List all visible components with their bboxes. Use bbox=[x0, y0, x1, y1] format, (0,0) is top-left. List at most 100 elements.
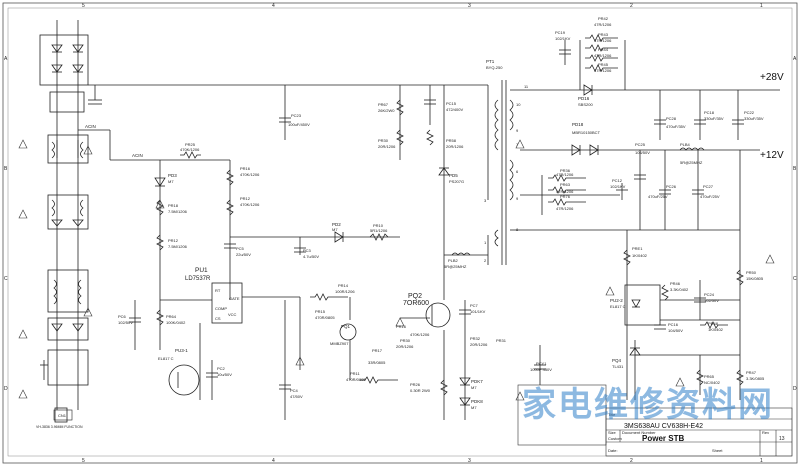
pc26-ref: PC26 bbox=[666, 184, 677, 189]
pd18-ref: PD18 bbox=[572, 122, 584, 127]
pc26-value: 470uF/25V bbox=[648, 194, 668, 199]
pr30-ref: PR30 bbox=[378, 138, 389, 143]
pr47-value: 3.3K/0805 bbox=[746, 376, 765, 381]
pr67-ref: PR67 bbox=[378, 102, 389, 107]
pr50-ref: PR50 bbox=[746, 270, 757, 275]
sheet-label: Sheet bbox=[712, 448, 723, 453]
plb2-ref: PLB2 bbox=[448, 258, 459, 263]
pc12-value: 102/1KV bbox=[610, 184, 626, 189]
pc24-ref: PC24 bbox=[704, 292, 715, 297]
pc23-value: 100uF/450V bbox=[288, 122, 310, 127]
pc15-ref: PC15 bbox=[446, 101, 457, 106]
pq1-value: MMBZ907 bbox=[330, 341, 349, 346]
pd3-ref: PD3 bbox=[168, 173, 177, 178]
pr12b-ref: PR12 bbox=[168, 238, 179, 243]
pt1-ref: PT1 bbox=[486, 59, 495, 64]
plb4-value: 5R@25MHZ bbox=[680, 160, 703, 165]
pr46-ref: PR46 bbox=[670, 281, 681, 286]
size-label: Size bbox=[608, 430, 617, 435]
pr64-value: 100K/0402 bbox=[166, 320, 186, 325]
pr36-ref: PR36 bbox=[560, 168, 571, 173]
document-value: Power STB bbox=[642, 434, 684, 443]
pr58-value: 20R/1206 bbox=[446, 144, 464, 149]
pr46-value: 3.3K/0402 bbox=[670, 287, 689, 292]
pr20-value: 20R/1206 bbox=[396, 344, 414, 349]
border-col-label: 5 bbox=[82, 458, 85, 464]
pr45-ref: PR45 bbox=[598, 62, 609, 67]
plb4-ref: PLB4 bbox=[680, 142, 691, 147]
pdk7-value: M7 bbox=[471, 385, 477, 390]
pc2-value: 10u/50V bbox=[217, 372, 232, 377]
pc3-ref: PC3 bbox=[303, 248, 312, 253]
pr10-ref: PR10 bbox=[373, 223, 384, 228]
pq4-ref: PQ4 bbox=[612, 358, 622, 363]
pr65-value: NC/0402 bbox=[704, 380, 721, 385]
pc25-ref: PC25 bbox=[635, 142, 646, 147]
pr26-value: 0.30R 2W0 bbox=[410, 388, 431, 393]
pu1-pin-rt: RT bbox=[215, 288, 221, 293]
pq4-value: TL431 bbox=[612, 364, 624, 369]
pcy1-ref: PCY1 bbox=[536, 361, 547, 366]
warning-triangle-icons bbox=[18, 139, 775, 401]
pcy1-value: 1000P 450V bbox=[530, 367, 552, 372]
pu1-pin-cs: CS bbox=[215, 316, 221, 321]
pr10-value: 5R1/1206 bbox=[370, 228, 388, 233]
pr76-ref: PR76 bbox=[560, 194, 571, 199]
pr50-value: 15K/0805 bbox=[746, 276, 764, 281]
switch-section bbox=[279, 84, 489, 420]
pc7-value: 101/1KV bbox=[470, 309, 486, 314]
pr63-ref: PR63 bbox=[560, 182, 571, 187]
pin-label: 3 bbox=[484, 198, 487, 203]
pr45-value: 47R/1206 bbox=[594, 68, 612, 73]
pr76-value: 47R/1206 bbox=[556, 206, 574, 211]
border-col-label: 2 bbox=[630, 458, 633, 464]
pc19-ref: PC19 bbox=[555, 30, 566, 35]
border-row-label: D bbox=[793, 386, 797, 392]
pr26-ref: PR26 bbox=[410, 382, 421, 387]
pc15-value: 472/400V bbox=[446, 107, 463, 112]
pq2-value: 7OR600 bbox=[403, 300, 429, 307]
pu1-pin-gate: GATE bbox=[229, 296, 240, 301]
pc19-value: 102/1KV bbox=[555, 36, 571, 41]
pd3-value: M7 bbox=[168, 179, 174, 184]
pr12-ref: PR12 bbox=[240, 196, 251, 201]
pr16b-value: 470K/1206 bbox=[410, 332, 430, 337]
rev-value: 13 bbox=[779, 436, 785, 442]
pr32-value: 20R/1206 bbox=[470, 342, 488, 347]
pin-label: 2 bbox=[484, 258, 487, 263]
pr20-ref: PR30 bbox=[400, 338, 411, 343]
pd16-value: SBS200 bbox=[578, 102, 593, 107]
pr15-ref: PR15 bbox=[315, 309, 326, 314]
pr43-value: 47R/1206 bbox=[594, 38, 612, 43]
pr18-value: 7.5M/1206 bbox=[168, 209, 188, 214]
pin-label: 6 bbox=[516, 169, 519, 174]
pre1-value: 1K/0402 bbox=[632, 253, 648, 258]
watermark: 家电维修资料网 bbox=[522, 385, 774, 425]
border-row-label: A bbox=[793, 56, 797, 62]
pre1-ref: PRE1 bbox=[632, 246, 643, 251]
pc6-value: 102/50V bbox=[118, 320, 133, 325]
pr25-ref: PR25 bbox=[185, 142, 196, 147]
pc2-ref: PC2 bbox=[217, 366, 226, 371]
pr16-value: 470K/1206 bbox=[240, 172, 260, 177]
pin-label: 11 bbox=[524, 84, 529, 89]
pr44-ref: PR44 bbox=[598, 47, 609, 52]
pr58-ref: PR58 bbox=[446, 138, 457, 143]
pc27-ref: PC27 bbox=[703, 184, 714, 189]
border-col-label: 3 bbox=[468, 3, 471, 9]
pr16-ref: PR16 bbox=[240, 166, 251, 171]
pc18-value: 330uF/35V bbox=[704, 116, 724, 121]
date-label: Date: bbox=[608, 448, 618, 453]
border-col-label: 1 bbox=[760, 3, 763, 9]
pin-label: 8 bbox=[516, 227, 519, 232]
docnum-label: Document Number bbox=[622, 430, 656, 435]
connector-value: VH-3836 3.96MM FUNCTION bbox=[36, 425, 83, 429]
pdk8-ref: PDK8 bbox=[471, 399, 483, 404]
pr42-value: 47R/1206 bbox=[594, 22, 612, 27]
border-row-label: C bbox=[793, 276, 797, 282]
border-col-label: 4 bbox=[272, 3, 275, 9]
pr30-value: 20R/1206 bbox=[378, 144, 396, 149]
pr11-ref: PR11 bbox=[350, 371, 360, 376]
pc4-value: 47/50V bbox=[290, 394, 303, 399]
